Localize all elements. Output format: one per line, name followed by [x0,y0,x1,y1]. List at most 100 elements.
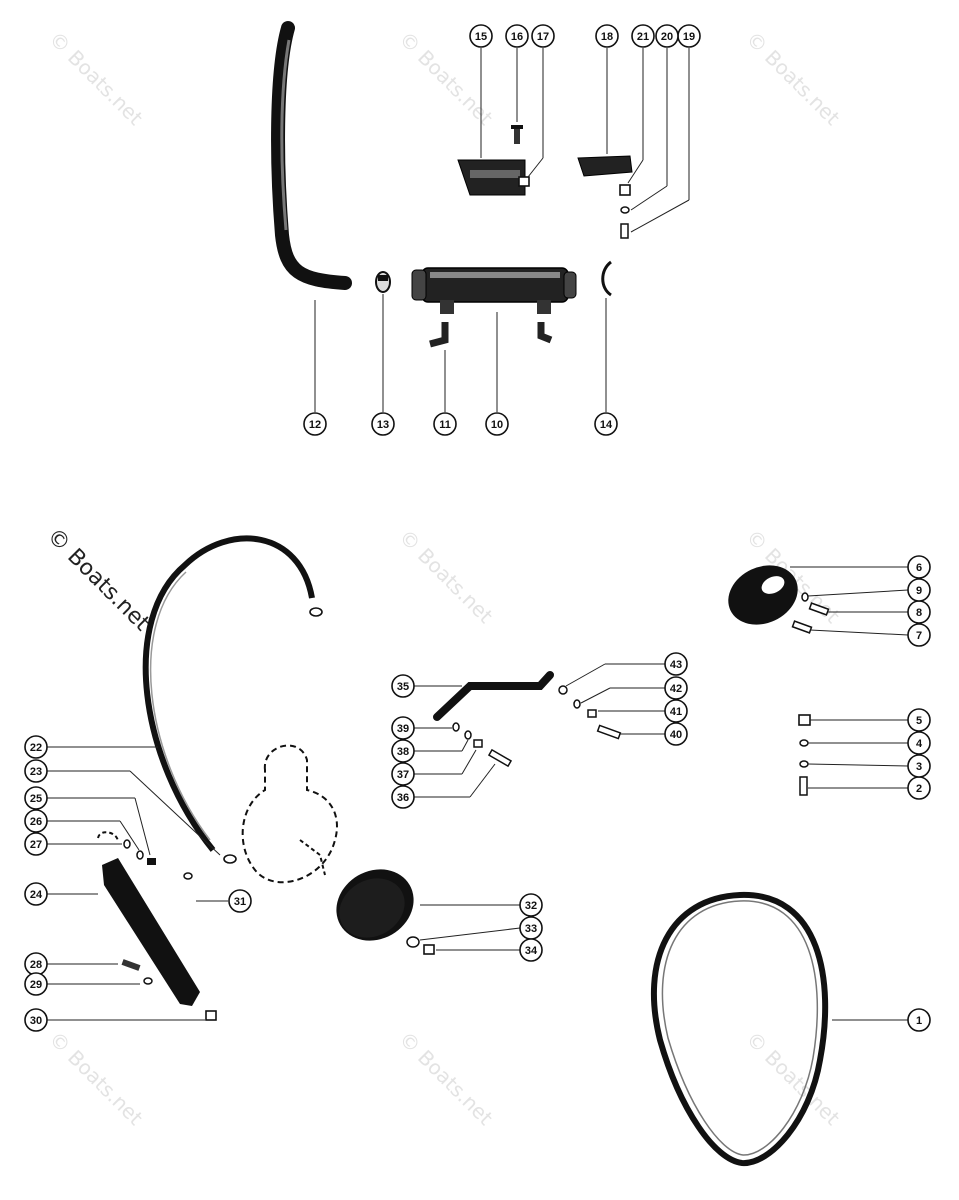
callout-8-label: 8 [916,607,922,619]
watermark-prominent: © Boats.net [42,524,155,637]
callout-33: 33 [519,916,543,940]
callout-3-label: 3 [916,761,922,773]
callout-32-label: 32 [525,900,537,912]
watermark-6: © Boats.net [44,1027,147,1130]
belt-1 [650,891,829,1167]
watermark-7: © Boats.net [394,1027,497,1130]
callout-8: 8 [907,600,931,624]
watermark-3: © Boats.net [741,27,844,130]
callout-4: 4 [907,731,931,755]
callout-23-label: 23 [30,766,42,778]
brace-hardware [452,685,622,768]
callout-19-label: 19 [683,31,695,43]
watermark-1: © Boats.net [44,27,147,130]
callout-7-label: 7 [916,630,922,642]
callout-25: 25 [24,786,48,810]
hose-12 [271,21,352,290]
callout-26: 26 [24,809,48,833]
callout-1-label: 1 [916,1015,922,1027]
callout-27-label: 27 [30,839,42,851]
callout-43: 43 [664,652,688,676]
bracket-24 [102,858,200,1006]
pump-phantom [241,744,338,884]
callout-24-label: 24 [30,889,43,901]
callout-18: 18 [595,24,619,48]
callout-34: 34 [519,938,543,962]
callout-22-label: 22 [30,742,42,754]
callout-25-label: 25 [30,793,42,805]
callout-26-label: 26 [30,816,42,828]
watermark-4: © Boats.net [394,525,497,628]
washer-nut-33-34 [406,936,435,955]
callout-36-label: 36 [397,792,409,804]
callout-35: 35 [391,674,415,698]
hose-22 [142,535,315,852]
callout-41-label: 41 [670,706,682,718]
callout-30: 30 [24,1008,48,1032]
callout-27: 27 [24,832,48,856]
callout-9-label: 9 [916,585,922,597]
callout-15: 15 [469,24,493,48]
callout-40-label: 40 [670,729,682,741]
callout-4-label: 4 [916,738,923,750]
callout-43-label: 43 [670,659,682,671]
callout-29-label: 29 [30,979,42,991]
clamps-23 [223,607,323,864]
callout-2: 2 [907,776,931,800]
callout-17-label: 17 [537,31,549,43]
bracket-hardware [97,831,217,1021]
screw-16 [511,125,523,144]
callout-22: 22 [24,735,48,759]
callout-19: 19 [677,24,701,48]
callout-10: 10 [485,412,509,436]
callout-7: 7 [907,623,931,647]
pulley-6 [728,565,798,625]
callout-6: 6 [907,555,931,579]
callout-20-label: 20 [661,31,673,43]
callout-16-label: 16 [511,31,523,43]
callout-21: 21 [631,24,655,48]
callout-33-label: 33 [525,923,537,935]
callout-35-label: 35 [397,681,409,693]
callout-30-label: 30 [30,1015,42,1027]
brace-35 [433,671,554,721]
heat-exchanger-10 [411,267,577,314]
callout-39-label: 39 [397,723,409,735]
callout-11-label: 11 [439,419,451,431]
callout-5: 5 [907,708,931,732]
callout-36: 36 [391,785,415,809]
callout-2-label: 2 [916,783,922,795]
callout-16: 16 [505,24,529,48]
callout-10-label: 10 [491,419,503,431]
callout-40: 40 [664,722,688,746]
callout-23: 23 [24,759,48,783]
callout-14: 14 [594,412,618,436]
callout-29: 29 [24,972,48,996]
callout-12: 12 [303,412,327,436]
bracket-15 [457,159,526,196]
hardware-19-21 [619,184,631,239]
elbow-fitting-11 [429,322,553,348]
callout-31-label: 31 [234,896,246,908]
callout-38-label: 38 [397,746,409,758]
pulley-32 [336,869,414,941]
strap-18 [577,155,633,177]
callout-32: 32 [519,893,543,917]
callout-34-label: 34 [525,945,538,957]
callout-39: 39 [391,716,415,740]
callout-20: 20 [655,24,679,48]
callout-21-label: 21 [637,31,649,43]
callout-31: 31 [228,889,252,913]
callout-11: 11 [433,412,457,436]
callout-28-label: 28 [30,959,42,971]
callout-13: 13 [371,412,395,436]
callout-6-label: 6 [916,562,922,574]
callout-5-label: 5 [916,715,922,727]
callout-13-label: 13 [377,419,389,431]
callout-38: 38 [391,739,415,763]
callout-42-label: 42 [670,683,682,695]
callout-37-label: 37 [397,769,409,781]
callout-37: 37 [391,762,415,786]
callout-14-label: 14 [600,419,613,431]
